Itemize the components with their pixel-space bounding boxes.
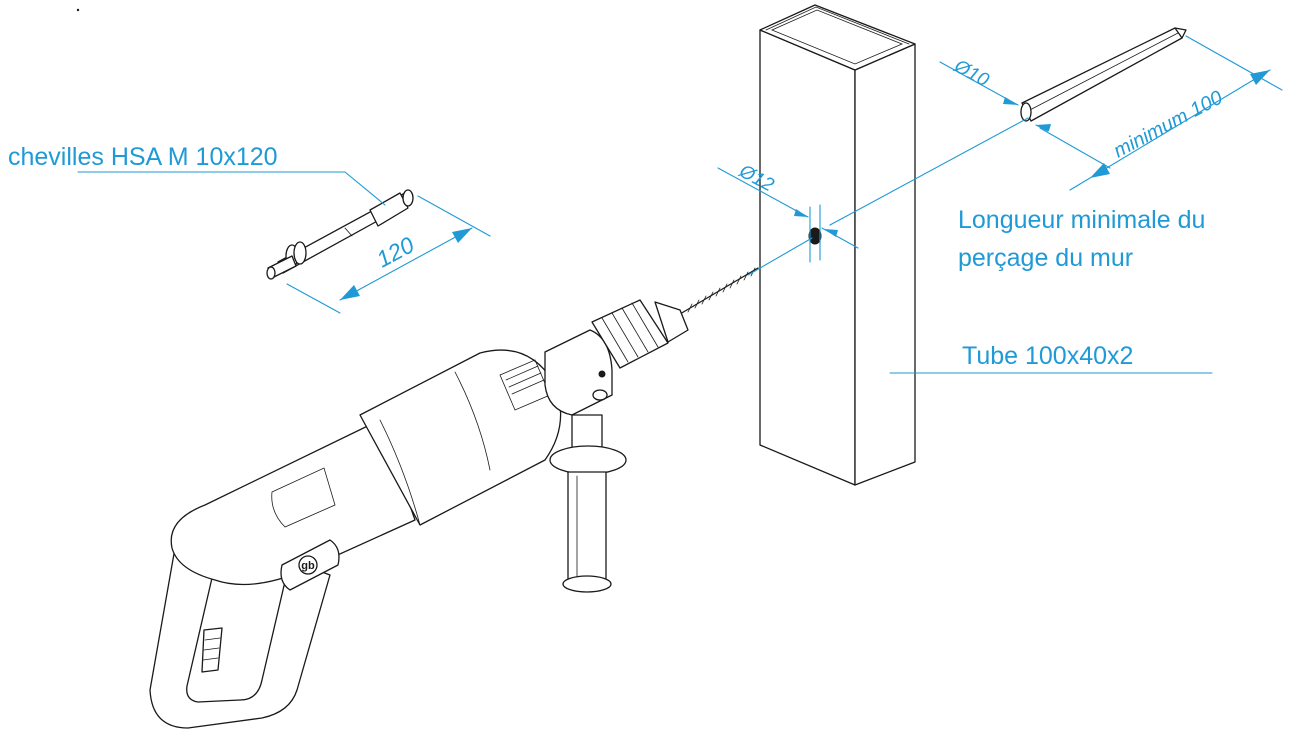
drill-length-label-line1: Longueur minimale du <box>958 206 1205 234</box>
tube-label: Tube 100x40x2 <box>962 342 1133 370</box>
rectangular-tube-icon <box>759 4 916 486</box>
threaded-rod-icon <box>1020 27 1187 122</box>
min-length-dimension: minimum 100 <box>1110 87 1226 163</box>
drill-length-label-line2: perçage du mur <box>958 244 1133 272</box>
annotation-lines <box>77 35 1283 374</box>
drilled-hole-icon <box>808 227 822 245</box>
anchor-length-dimension: 120 <box>372 231 418 272</box>
rod-diameter-dimension: Ø10 <box>950 55 993 91</box>
anchor-bolt-icon <box>266 189 414 280</box>
stray-dot <box>76 8 80 12</box>
hammer-drill-icon: gb <box>149 267 759 729</box>
anchor-label: chevilles HSA M 10x120 <box>8 143 278 171</box>
brand-logo: gb <box>301 560 315 572</box>
